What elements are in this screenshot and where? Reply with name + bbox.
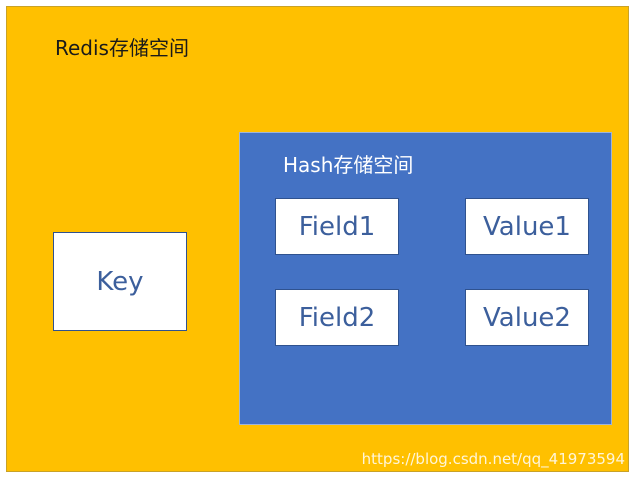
redis-storage-box: Redis存储空间 Key Hash存储空间 Field1 Value1 Fie… bbox=[6, 6, 629, 472]
field1-label: Field1 bbox=[298, 211, 376, 242]
field2-label: Field2 bbox=[298, 302, 376, 333]
value2-label: Value2 bbox=[483, 302, 571, 333]
hash-storage-box: Hash存储空间 Field1 Value1 Field2 Value2 bbox=[239, 132, 612, 425]
field2-box: Field2 bbox=[275, 289, 399, 346]
watermark-url: https://blog.csdn.net/qq_41973594 bbox=[361, 450, 625, 468]
hash-storage-title: Hash存储空间 bbox=[283, 153, 414, 177]
redis-storage-title: Redis存储空间 bbox=[55, 36, 189, 60]
value1-box: Value1 bbox=[465, 198, 589, 255]
key-label: Key bbox=[96, 266, 144, 297]
key-box: Key bbox=[53, 232, 187, 331]
value2-box: Value2 bbox=[465, 289, 589, 346]
field1-box: Field1 bbox=[275, 198, 399, 255]
value1-label: Value1 bbox=[483, 211, 571, 242]
